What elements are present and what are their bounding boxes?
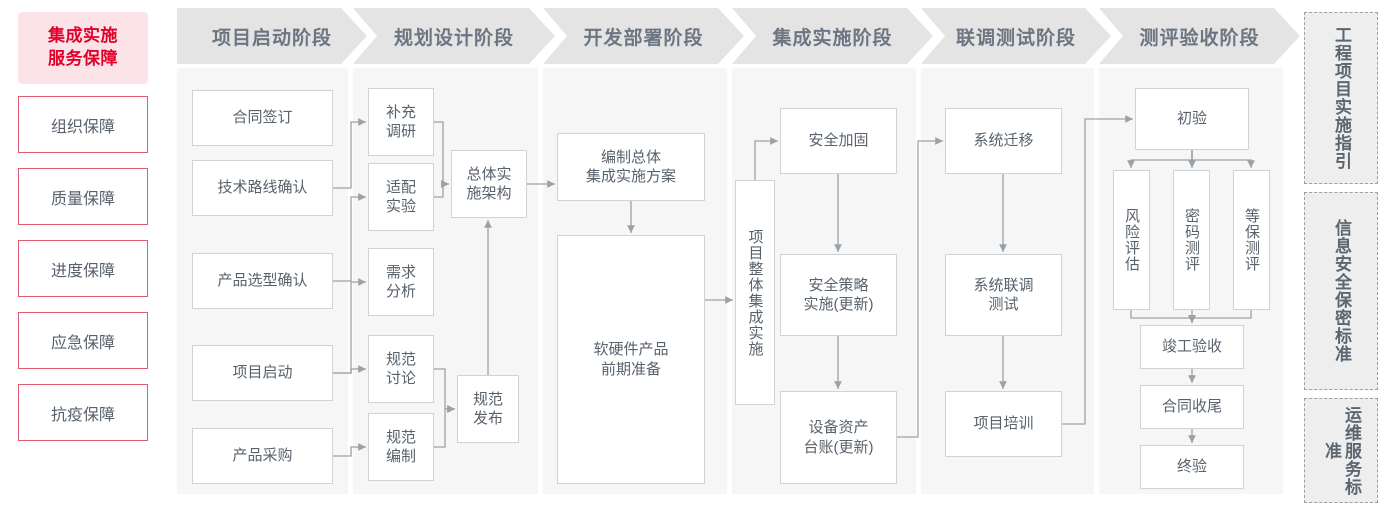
lead-title-line1: 集成实施 [48,26,118,46]
node-contract-closure[interactable]: 合同收尾 [1140,385,1244,429]
guarantee-label: 组织保障 [50,118,115,136]
node-security-hardening[interactable]: 安全加固 [780,108,897,174]
node-product-procurement[interactable]: 产品采购 [192,428,333,484]
standard-label: 运维服务标准 [1322,405,1362,496]
node-label: 总体实 施架构 [466,165,512,202]
guarantee-item-1[interactable]: 质量保障 [18,168,148,225]
guarantee-item-3[interactable]: 应急保障 [18,312,148,369]
node-tech-route-confirm[interactable]: 技术路线确认 [192,160,333,216]
node-spec-release[interactable]: 规范 发布 [457,375,519,443]
phase-header-label: 集成实施阶段 [772,27,893,49]
guarantee-label: 进度保障 [50,262,115,280]
phase-header-0[interactable]: 项目启动阶段 [177,8,367,64]
node-security-policy-update[interactable]: 安全策略 实施(更新) [780,254,897,336]
phase-header-label: 联调测试阶段 [955,27,1076,49]
node-crypto-evaluation[interactable]: 密码测评 [1173,170,1210,310]
node-overall-architecture[interactable]: 总体实 施架构 [451,150,527,218]
guarantee-label: 抗疫保障 [50,406,115,424]
phase-header-3[interactable]: 集成实施阶段 [732,8,933,64]
phase-header-2[interactable]: 开发部署阶段 [543,8,744,64]
node-product-selection[interactable]: 产品选型确认 [192,253,333,309]
node-contract-signing[interactable]: 合同签订 [192,90,333,146]
node-label: 项目培训 [973,415,1034,433]
node-mlps-evaluation[interactable]: 等保测评 [1233,170,1270,310]
node-hw-sw-preparation[interactable]: 软硬件产品 前期准备 [557,235,705,484]
phase-header-5[interactable]: 测评验收阶段 [1099,8,1300,64]
phase-header-label: 测评验收阶段 [1139,27,1260,49]
node-completion-acceptance[interactable]: 竣工验收 [1140,325,1244,369]
phase-header-label: 规划设计阶段 [393,27,514,49]
node-label: 项目启动 [232,364,293,382]
node-final-acceptance[interactable]: 终验 [1140,445,1244,489]
guarantee-item-4[interactable]: 抗疫保障 [18,384,148,441]
node-label: 风险评估 [1123,208,1140,272]
node-label: 竣工验收 [1161,338,1222,356]
standard-label: 工程项目实施指引 [1332,26,1352,170]
node-supplementary-research[interactable]: 补充 调研 [368,88,434,156]
node-project-training[interactable]: 项目培训 [945,391,1062,457]
node-overall-integration-plan[interactable]: 编制总体 集成实施方案 [557,133,705,201]
node-label: 终验 [1176,458,1207,476]
node-label: 规范 编制 [385,428,416,465]
node-label: 需求 分析 [385,263,416,300]
node-label: 适配 实验 [385,178,416,215]
node-label: 规范 讨论 [385,350,416,387]
node-label: 安全策略 实施(更新) [803,276,874,313]
node-adaptation-experiment[interactable]: 适配 实验 [368,163,434,231]
node-system-joint-test[interactable]: 系统联调 测试 [945,254,1062,336]
node-label: 技术路线确认 [217,179,308,197]
node-asset-ledger-update[interactable]: 设备资产 台账(更新) [780,391,897,484]
node-requirement-analysis[interactable]: 需求 分析 [368,248,434,316]
node-label: 补充 调研 [385,103,416,140]
node-label: 产品采购 [232,447,293,465]
node-system-migration[interactable]: 系统迁移 [945,108,1062,174]
node-label: 系统迁移 [973,132,1034,150]
node-label: 安全加固 [808,132,869,150]
node-spec-drafting[interactable]: 规范 编制 [368,413,434,481]
node-spec-discussion[interactable]: 规范 讨论 [368,335,434,403]
phase-header-1[interactable]: 规划设计阶段 [353,8,555,64]
phase-header-label: 开发部署阶段 [583,27,704,49]
lead-title-line2: 服务保障 [48,49,118,68]
node-label: 系统联调 测试 [973,276,1034,313]
node-label: 等保测评 [1243,208,1260,272]
node-preliminary-acceptance[interactable]: 初验 [1135,88,1249,150]
node-label: 编制总体 集成实施方案 [585,148,676,185]
node-label: 产品选型确认 [217,272,308,290]
standard-label: 信息安全保密标准 [1332,219,1352,363]
phase-header-label: 项目启动阶段 [211,27,332,49]
node-label: 密码测评 [1183,208,1200,272]
node-label: 规范 发布 [472,390,503,427]
guarantee-label: 质量保障 [50,190,115,208]
node-project-overall-integration[interactable]: 项目整体集成实施 [735,180,775,405]
node-label: 设备资产 台账(更新) [803,419,874,456]
node-label: 项目整体集成实施 [746,228,764,357]
phase-header-4[interactable]: 联调测试阶段 [921,8,1111,64]
standard-panel-2[interactable]: 运维服务标准 [1304,398,1378,503]
node-project-kickoff[interactable]: 项目启动 [192,345,333,401]
node-risk-assessment[interactable]: 风险评估 [1113,170,1150,310]
guarantee-label: 应急保障 [50,334,115,352]
node-label: 合同收尾 [1161,398,1222,416]
standard-panel-1[interactable]: 信息安全保密标准 [1304,192,1378,390]
guarantee-item-0[interactable]: 组织保障 [18,96,148,153]
lead-title-box: 集成实施 服务保障 [18,12,148,84]
guarantee-item-2[interactable]: 进度保障 [18,240,148,297]
node-label: 合同签订 [232,109,293,127]
standard-panel-0[interactable]: 工程项目实施指引 [1304,12,1378,184]
node-label: 初验 [1176,110,1207,128]
node-label: 软硬件产品 前期准备 [593,341,669,378]
